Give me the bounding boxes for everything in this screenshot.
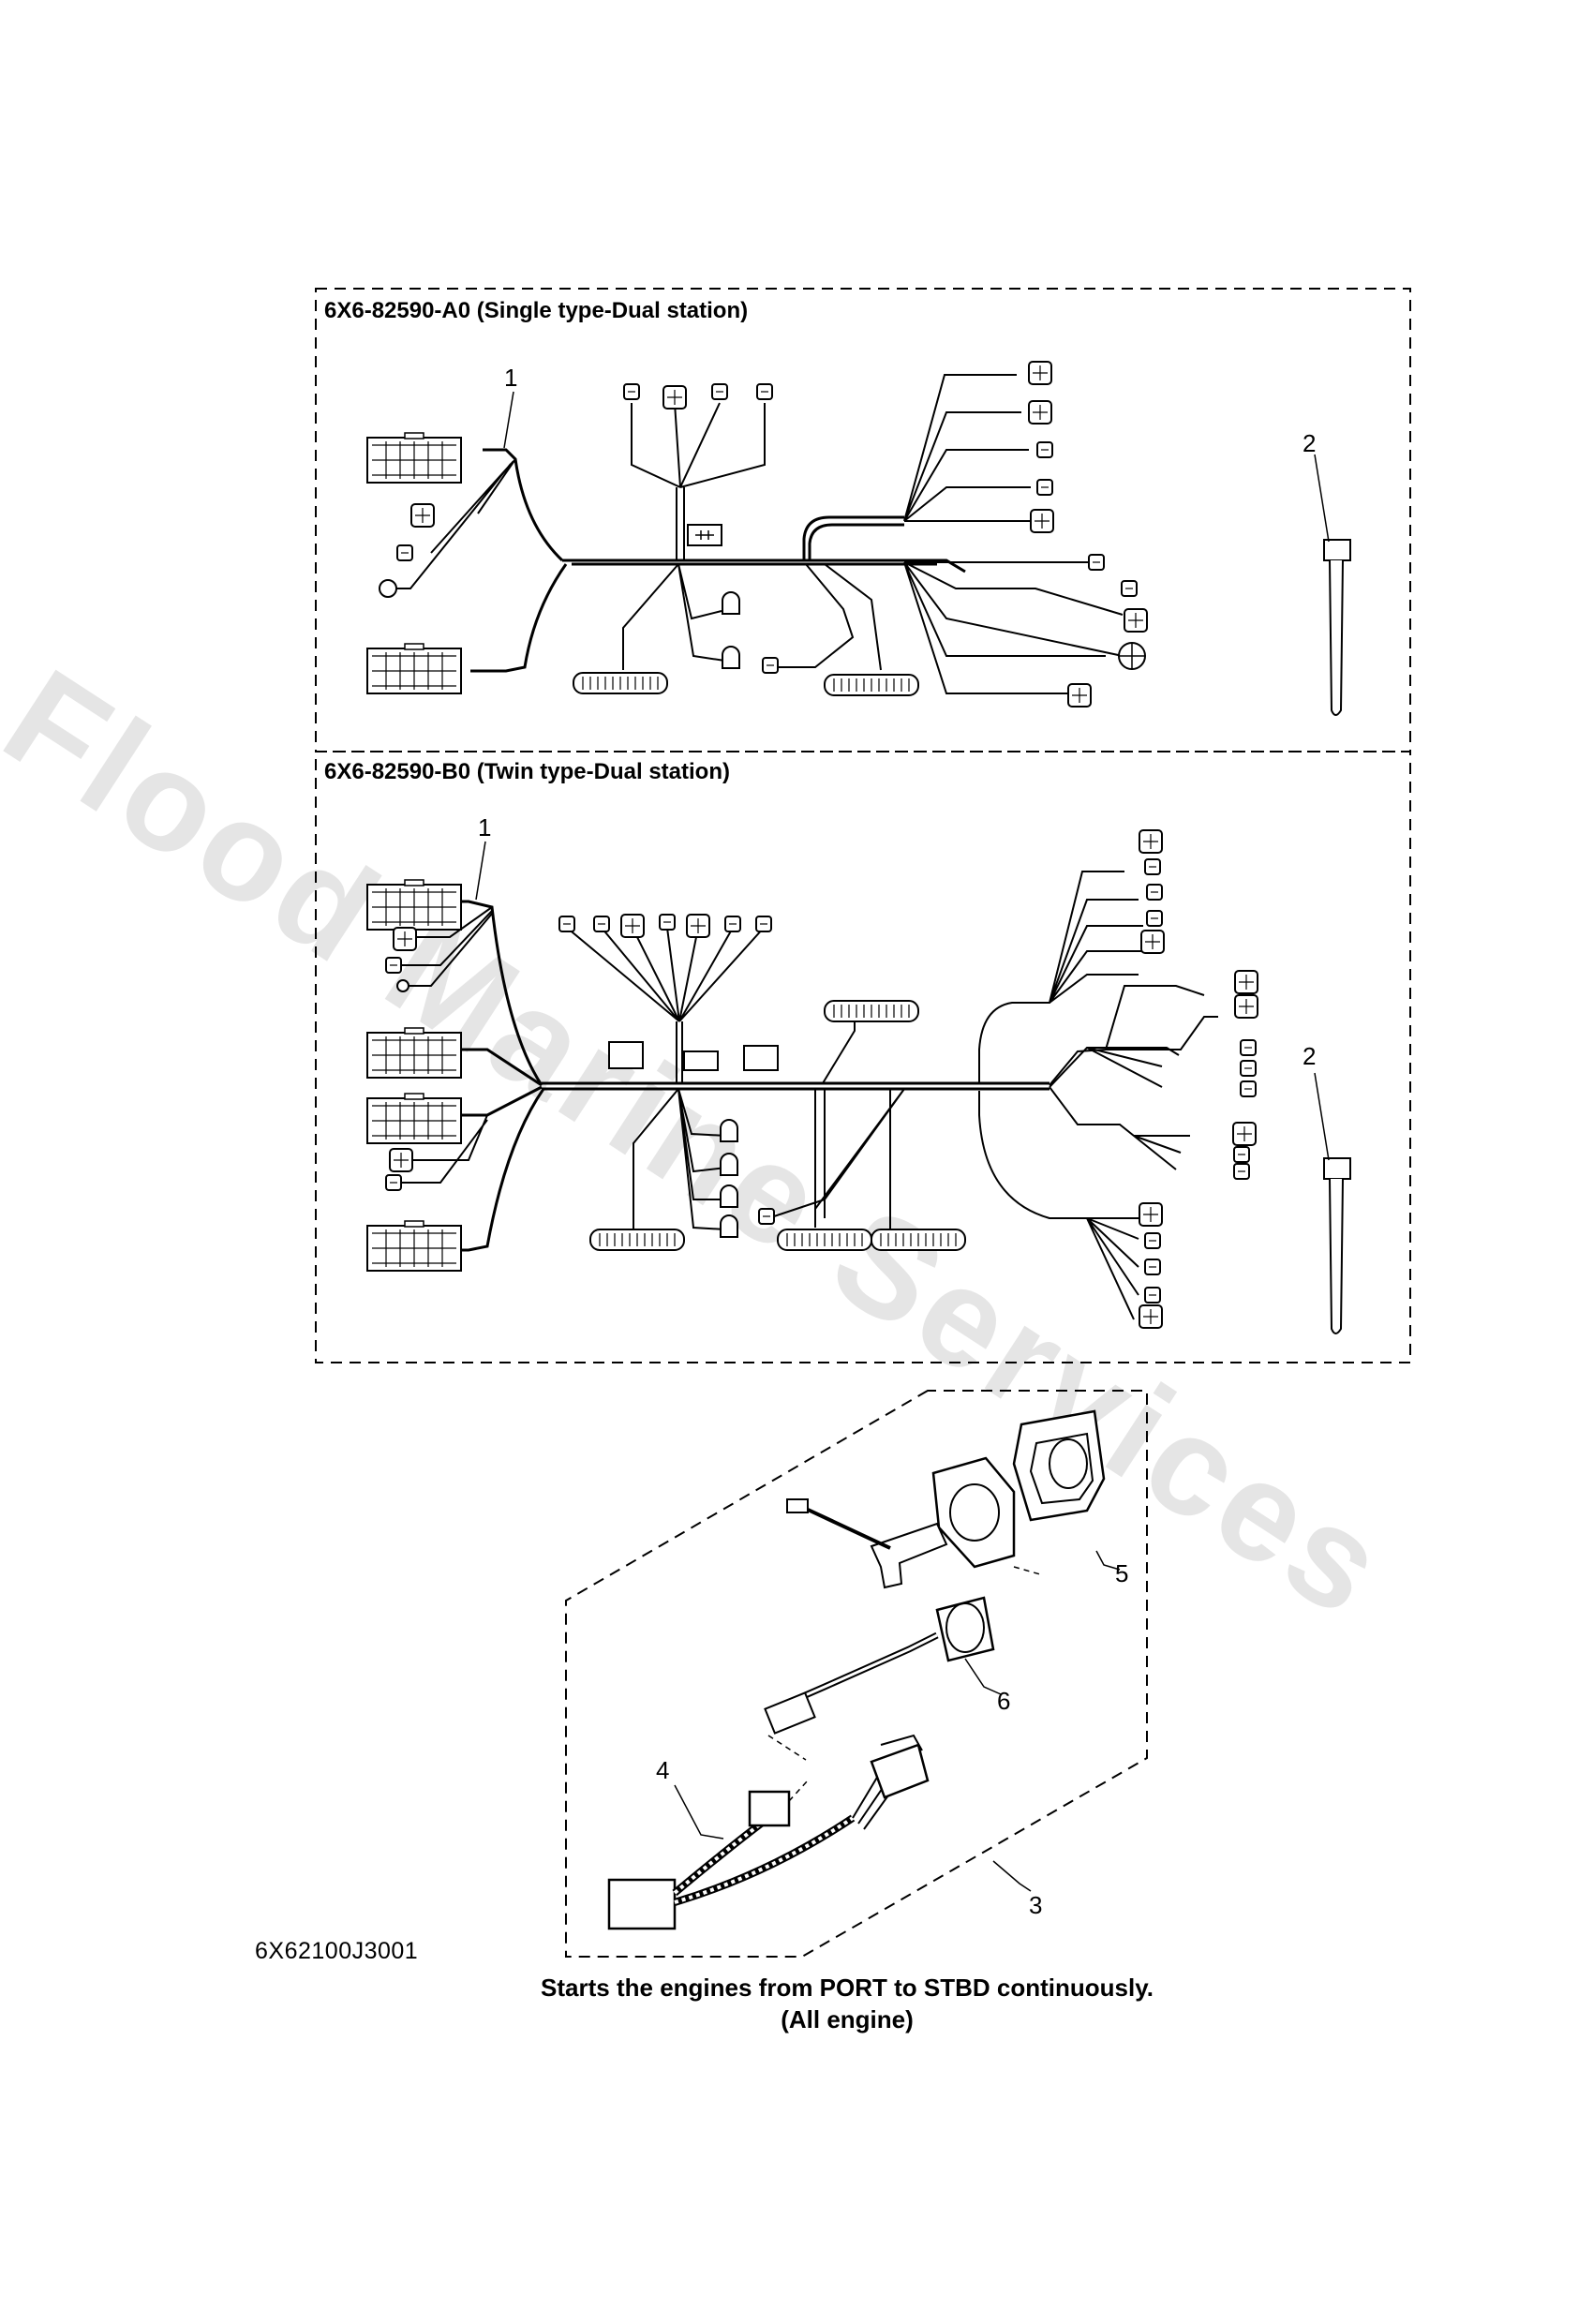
kit-leaders bbox=[674, 1550, 1121, 1892]
panel-twin-connectors bbox=[366, 829, 1351, 1334]
panel-twin-leaders bbox=[475, 841, 1330, 1161]
figure-code: 6X62100J3001 bbox=[255, 1938, 419, 1964]
panel-single-leaders bbox=[503, 391, 1330, 543]
panel-single-title: 6X6-82590-A0 (Single type-Dual station) bbox=[324, 298, 749, 323]
callout-6: 6 bbox=[997, 1687, 1011, 1715]
panel-single-callout-tie: 2 bbox=[1303, 429, 1317, 457]
panel-twin-callout-tie: 2 bbox=[1303, 1042, 1317, 1070]
caption-line2: (All engine) bbox=[781, 2005, 914, 2034]
caption-line1: Starts the engines from PORT to STBD con… bbox=[541, 1974, 1154, 2002]
callout-5: 5 bbox=[1115, 1559, 1129, 1587]
panel-twin-title: 6X6-82590-B0 (Twin type-Dual station) bbox=[324, 759, 730, 784]
panel-single-connectors bbox=[366, 361, 1351, 716]
panel-twin-callout-harness: 1 bbox=[478, 813, 492, 842]
panel-twin bbox=[315, 751, 1411, 1363]
kit-panel bbox=[565, 1390, 1148, 1958]
panel-single-callout-harness: 1 bbox=[504, 364, 518, 392]
callout-3: 3 bbox=[1029, 1891, 1043, 1919]
callout-4: 4 bbox=[656, 1756, 670, 1784]
